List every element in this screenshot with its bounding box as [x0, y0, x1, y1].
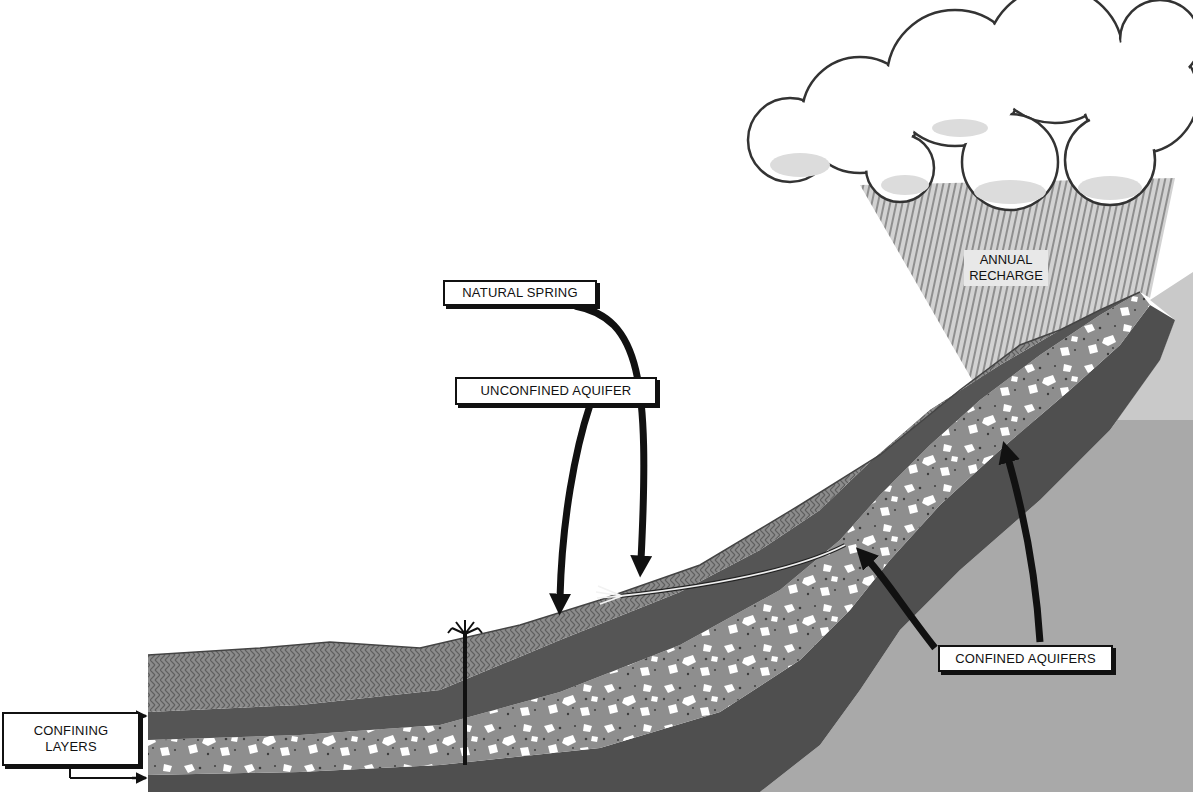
callout-label: CONFINED AQUIFERS — [955, 651, 1096, 667]
cloud-fill — [750, 0, 1193, 208]
callout-arrow — [868, 560, 935, 648]
bracket-arrow — [132, 777, 138, 780]
callout-label: UNCONFINED AQUIFER — [481, 383, 632, 399]
spring-channel — [620, 545, 845, 596]
callout-box: CONFINED AQUIFERS — [938, 645, 1113, 672]
bracket-line — [70, 777, 132, 779]
cloud-outline — [748, 0, 1193, 210]
spring-outflow — [596, 586, 622, 604]
well-spray — [448, 620, 482, 634]
ground-surface — [148, 292, 1140, 655]
callout-box: UNCONFINED AQUIFER — [455, 377, 657, 405]
spring-water — [620, 545, 845, 596]
callout-label: NATURAL SPRING — [462, 285, 577, 301]
callout-arrow — [560, 405, 590, 598]
callout-box: CONFINING LAYERS — [2, 712, 140, 766]
cloud-shade — [770, 119, 1142, 204]
callout-arrow — [1008, 458, 1040, 642]
bracket-line — [69, 766, 71, 778]
callout-label: CONFINING LAYERS — [10, 723, 132, 755]
region-label: ANNUAL RECHARGE — [964, 250, 1048, 286]
well-pipe — [463, 632, 467, 765]
confining-layer — [148, 292, 1140, 740]
callout-box: NATURAL SPRING — [443, 280, 597, 306]
bracket-line — [140, 716, 146, 778]
confined-aquifer — [148, 292, 1150, 775]
unconfined-aquifer — [148, 330, 1060, 712]
